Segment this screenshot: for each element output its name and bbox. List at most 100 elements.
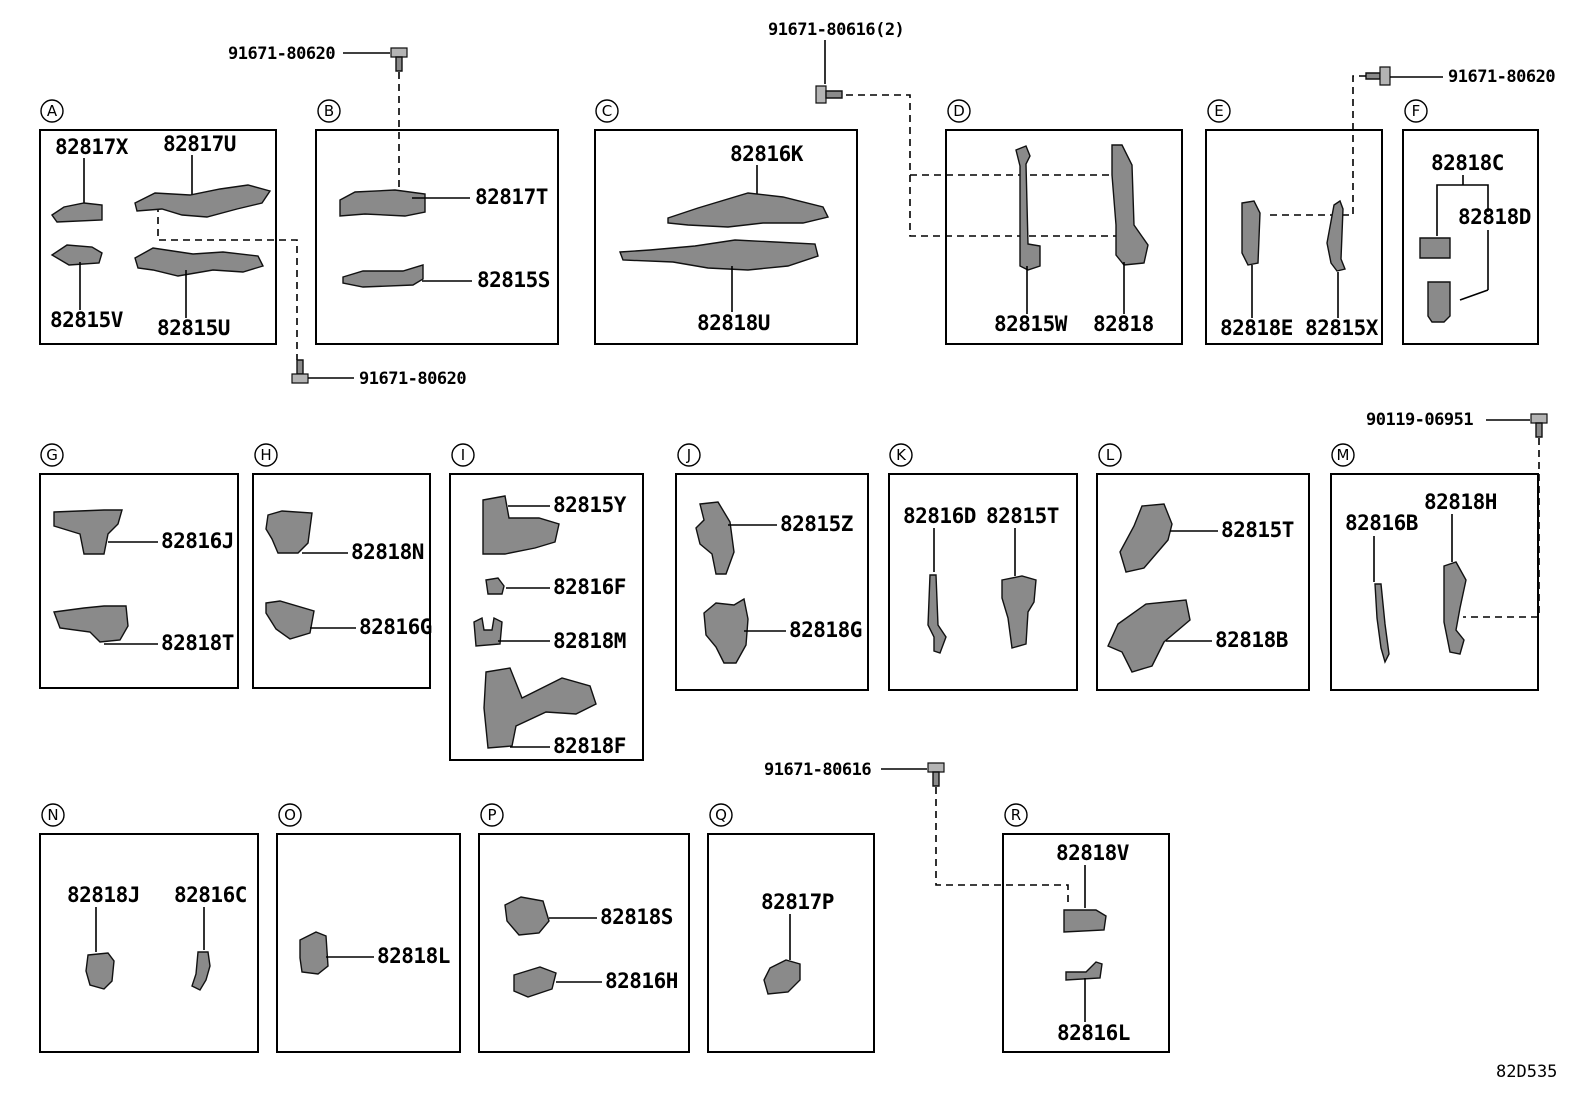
part-82816C[interactable]: 82816C: [174, 883, 247, 991]
section-letter-l: L: [1098, 443, 1122, 467]
fastener-e[interactable]: 91671-80620: [1270, 66, 1556, 216]
section-box-q: [707, 833, 875, 1053]
svg-text:82815Z: 82815Z: [780, 512, 853, 536]
part-82818[interactable]: 82818: [1093, 144, 1154, 336]
section-box-o: [276, 833, 461, 1053]
part-82815W[interactable]: 82815W: [994, 145, 1068, 336]
svg-text:82817P: 82817P: [761, 890, 834, 914]
section-r: 82818V 82816L: [1056, 841, 1130, 1045]
section-n: 82818J 82816C: [67, 883, 247, 991]
section-d: 82815W 82818: [994, 144, 1154, 336]
part-82818F[interactable]: 82818F: [483, 667, 626, 758]
part-82816G[interactable]: 82816G: [265, 600, 432, 640]
part-82818C[interactable]: 82818C: [1419, 151, 1504, 259]
section-letters: A B C D E F G H I J K L M N O P Q R: [40, 99, 1428, 827]
part-82816H[interactable]: 82816H: [513, 966, 678, 998]
svg-text:82816F: 82816F: [553, 575, 626, 599]
fastener-a[interactable]: 91671-80620: [228, 44, 408, 198]
part-82818E[interactable]: 82818E: [1220, 200, 1293, 340]
svg-text:F: F: [1412, 102, 1421, 120]
part-82818H[interactable]: 82818H: [1424, 490, 1497, 655]
part-82818G[interactable]: 82818G: [703, 597, 862, 664]
svg-text:82818D: 82818D: [1458, 205, 1531, 229]
svg-text:82818: 82818: [1093, 312, 1154, 336]
part-82816F[interactable]: 82816F: [485, 575, 626, 599]
svg-text:82815T: 82815T: [1221, 518, 1294, 542]
svg-text:82818C: 82818C: [1431, 151, 1504, 175]
part-82815Y[interactable]: 82815Y: [482, 493, 627, 555]
part-82816D[interactable]: 82816D: [903, 504, 976, 654]
svg-text:91671-80620: 91671-80620: [359, 369, 466, 389]
part-82816J[interactable]: 82816J: [53, 509, 234, 555]
part-82817T[interactable]: 82817T: [339, 185, 548, 217]
part-82815V[interactable]: 82815V: [50, 244, 124, 332]
part-82816B[interactable]: 82816B: [1345, 511, 1418, 664]
svg-text:82818N: 82818N: [351, 540, 424, 564]
svg-text:82815Y: 82815Y: [553, 493, 627, 517]
part-82817P[interactable]: 82817P: [761, 890, 834, 995]
part-82816L[interactable]: 82816L: [1057, 961, 1130, 1045]
part-82818D[interactable]: 82818D: [1427, 205, 1531, 323]
svg-text:91671-80616: 91671-80616: [764, 760, 871, 780]
svg-text:P: P: [487, 806, 496, 824]
fastener-m[interactable]: 90119-06951: [1366, 410, 1548, 618]
part-82818J[interactable]: 82818J: [67, 883, 140, 990]
fastener-b[interactable]: 91671-80620: [157, 205, 467, 389]
part-82818N[interactable]: 82818N: [265, 510, 424, 564]
section-g: 82816J 82818T: [53, 509, 234, 655]
svg-text:82818V: 82818V: [1056, 841, 1130, 865]
part-82815X[interactable]: 82815X: [1305, 199, 1379, 340]
part-82815S[interactable]: 82815S: [342, 264, 550, 292]
svg-text:C: C: [602, 102, 612, 120]
svg-text:90119-06951: 90119-06951: [1366, 410, 1473, 430]
section-b: 82817T 82815S: [339, 185, 550, 292]
svg-text:82818U: 82818U: [697, 311, 770, 335]
section-a: 82817X 82817U 82815V 82815U: [50, 132, 272, 340]
section-letter-o: O: [278, 803, 302, 827]
section-letter-i: I: [451, 443, 475, 467]
bolt-icon: [927, 762, 945, 787]
fastener-d[interactable]: 91671-80616(2): [768, 20, 1120, 237]
part-82818K[interactable]: 82815T: [986, 504, 1059, 649]
svg-text:82815U: 82815U: [157, 316, 230, 340]
svg-text:I: I: [461, 446, 465, 464]
fastener-r[interactable]: 91671-80616: [764, 760, 1069, 905]
section-l: 82815T 82818B: [1107, 503, 1294, 673]
svg-text:R: R: [1011, 806, 1021, 824]
svg-text:82818L: 82818L: [377, 944, 450, 968]
svg-text:82818T: 82818T: [161, 631, 234, 655]
svg-text:82815S: 82815S: [477, 268, 550, 292]
svg-text:82818F: 82818F: [553, 734, 626, 758]
svg-text:L: L: [1106, 446, 1115, 464]
part-82815U[interactable]: 82815U: [134, 247, 264, 340]
part-82816K[interactable]: 82816K: [667, 142, 830, 228]
part-82817U[interactable]: 82817U: [134, 132, 272, 218]
part-82815T[interactable]: 82815T: [1119, 503, 1294, 573]
part-82818U[interactable]: 82818U: [619, 239, 819, 335]
part-82818S[interactable]: 82818S: [504, 896, 673, 936]
svg-text:82817X: 82817X: [55, 135, 129, 159]
svg-text:J: J: [686, 446, 691, 464]
svg-text:N: N: [47, 806, 58, 824]
svg-text:82815V: 82815V: [50, 308, 124, 332]
part-82815Z[interactable]: 82815Z: [695, 501, 853, 575]
section-box-d: [945, 129, 1183, 345]
svg-text:82817T: 82817T: [475, 185, 548, 209]
svg-text:A: A: [47, 102, 58, 120]
section-q: 82817P: [761, 890, 834, 995]
section-box-i: [449, 473, 644, 761]
fasteners: 91671-80620 91671-80620 91671-80616(2): [157, 20, 1556, 905]
part-82818M[interactable]: 82818M: [473, 616, 626, 653]
section-c: 82816K 82818U: [619, 142, 830, 335]
part-82818B[interactable]: 82818B: [1107, 599, 1288, 673]
section-letter-m: M: [1331, 443, 1355, 467]
svg-text:H: H: [260, 446, 271, 464]
part-82818V[interactable]: 82818V: [1056, 841, 1130, 933]
part-82817X[interactable]: 82817X: [51, 135, 129, 223]
section-letter-d: D: [947, 99, 971, 123]
part-82818L[interactable]: 82818L: [299, 931, 450, 975]
section-p: 82818S 82816H: [504, 896, 678, 998]
diagram-code: 82D535: [1496, 1062, 1557, 1082]
part-82818T[interactable]: 82818T: [53, 605, 234, 655]
section-box-h: [252, 473, 431, 689]
